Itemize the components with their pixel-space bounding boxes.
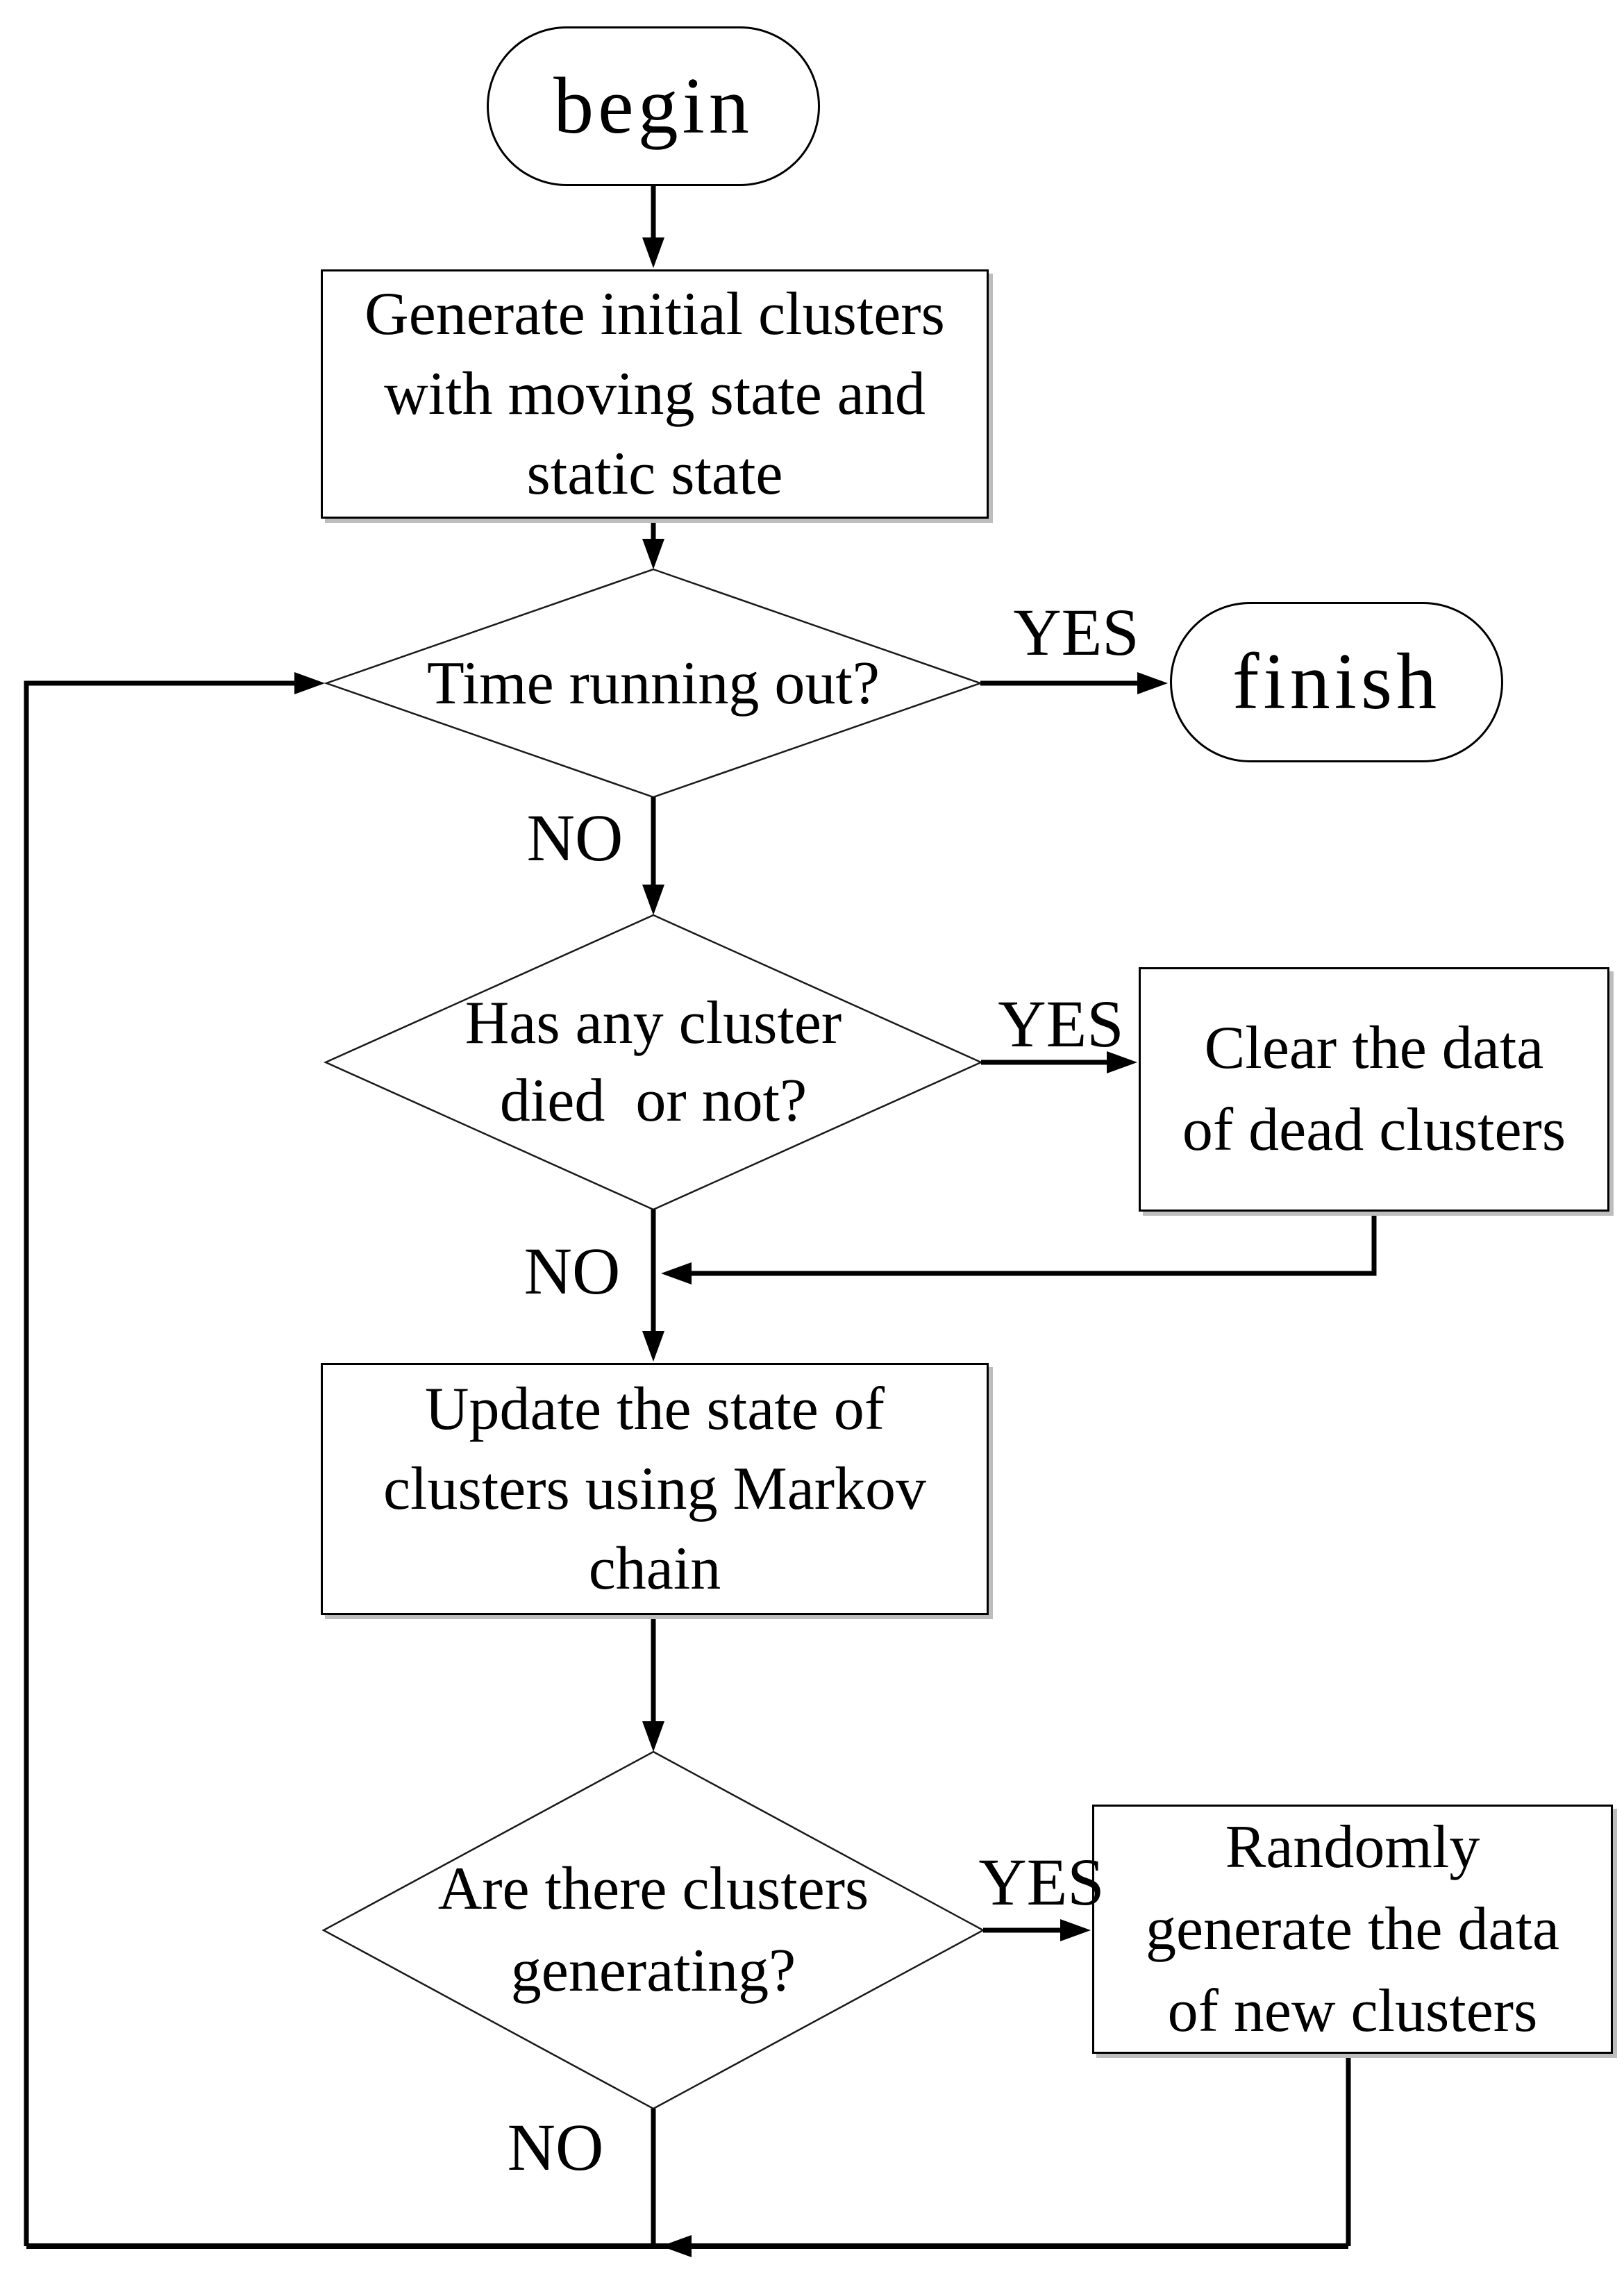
edge-generating-yes-to-random <box>983 1919 1091 1941</box>
edge-generate-to-time <box>642 521 664 569</box>
edge-label-time-no: NO <box>526 800 623 875</box>
edge-label-died-yes: YES <box>998 986 1124 1061</box>
edge-bottom-return-line <box>26 2235 1348 2257</box>
node-randomly-generate: Randomly generate the data of new cluste… <box>1092 1805 1613 2054</box>
node-begin: begin <box>487 26 820 186</box>
edge-time-yes-to-finish <box>980 672 1168 694</box>
node-time-running-out-label: Time running out? <box>427 649 880 717</box>
edge-died-yes-to-clear <box>981 1051 1137 1073</box>
edge-label-died-no: NO <box>524 1233 621 1308</box>
node-finish: finish <box>1170 602 1503 762</box>
edge-label-generating-yes: YES <box>978 1844 1105 1919</box>
node-generate-initial-clusters: Generate initial clusters with moving st… <box>321 269 989 519</box>
edge-update-to-generating <box>642 1617 664 1752</box>
node-clear-dead-clusters: Clear the data of dead clusters <box>1139 967 1609 1212</box>
node-cluster-died-label: Has any cluster died or not? <box>464 989 842 1135</box>
edge-loop-back-to-time <box>24 672 325 2246</box>
edge-died-no-to-update <box>642 1210 664 1362</box>
edge-time-no-to-died <box>642 797 664 915</box>
edge-label-generating-no: NO <box>507 2109 604 2184</box>
edge-clear-to-no-junction <box>661 1213 1377 1285</box>
node-update-markov: Update the state of clusters using Marko… <box>321 1363 989 1615</box>
edge-label-time-yes: YES <box>1013 594 1139 669</box>
edge-begin-to-generate <box>642 186 664 268</box>
node-clusters-generating-label: Are there clusters generating? <box>437 1855 869 2005</box>
